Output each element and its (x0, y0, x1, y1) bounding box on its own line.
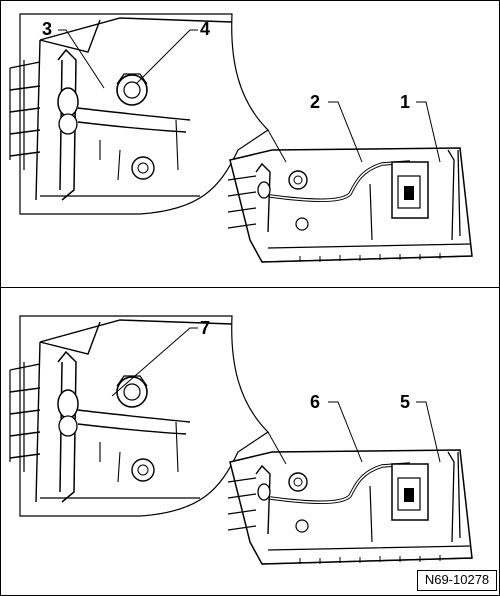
callout-7: 7 (200, 318, 211, 338)
callout-1: 1 (400, 92, 411, 112)
leader-4 (135, 29, 198, 85)
assembly-view-bottom (226, 430, 474, 566)
callout-5: 5 (400, 392, 411, 412)
detail-view-top (9, 13, 269, 215)
callout-3: 3 (42, 19, 53, 39)
panel-divider (0, 287, 500, 288)
leader-2 (328, 101, 363, 163)
leader-6 (328, 401, 363, 463)
leader-5 (416, 401, 441, 463)
leader-7 (111, 327, 198, 397)
callout-6: 6 (310, 392, 321, 412)
detail-view-bottom (9, 315, 269, 517)
assembly-view-top (226, 128, 474, 264)
reference-code: N69-10278 (417, 570, 497, 591)
leader-3 (58, 29, 105, 89)
leader-1 (416, 101, 441, 163)
callout-4: 4 (200, 19, 211, 39)
callout-2: 2 (310, 92, 321, 112)
